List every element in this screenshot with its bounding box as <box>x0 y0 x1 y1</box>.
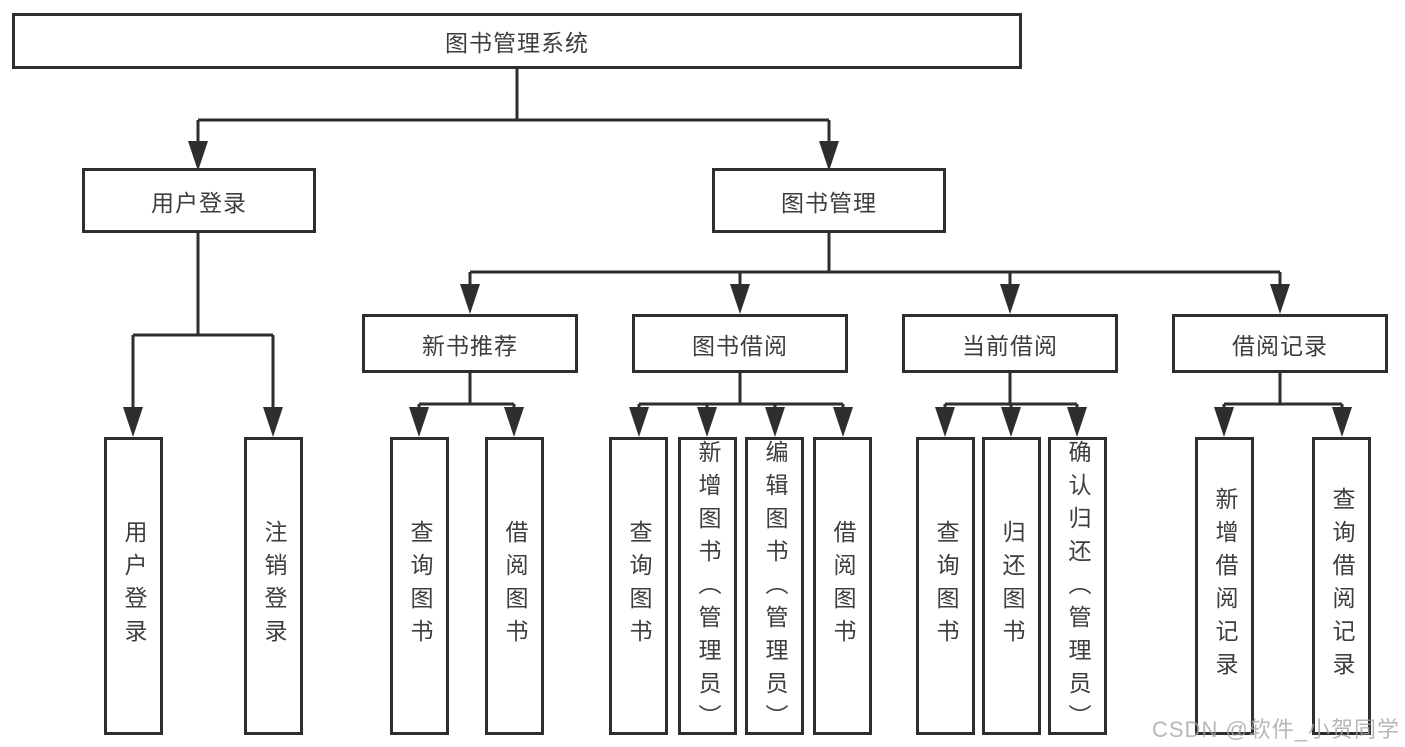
leaf-edit-books-admin: 编辑图书（管理员） <box>745 437 804 737</box>
connector-root-to-level2 <box>196 69 831 148</box>
leaf-query-books-recommend: 查询图书 <box>390 437 449 735</box>
leaf-borrow-books-label: 借阅图书 <box>830 520 856 652</box>
leaf-user-login: 用户登录 <box>104 437 163 735</box>
node-borrow-records: 借阅记录 <box>1172 314 1388 373</box>
connector-recommend-to-leaves <box>417 373 516 414</box>
leaf-logout-label: 注销登录 <box>261 520 287 652</box>
leaf-logout: 注销登录 <box>244 437 303 735</box>
connector-borrow-to-leaves <box>637 373 845 414</box>
node-current-borrow-label: 当前借阅 <box>962 332 1058 359</box>
leaf-add-books-admin: 新增图书（管理员） <box>678 437 737 737</box>
leaf-borrow-books: 借阅图书 <box>813 437 872 735</box>
node-book-borrow: 图书借阅 <box>632 314 848 373</box>
csdn-watermark: CSDN @软件_小贺同学 <box>1152 717 1401 742</box>
node-user-login: 用户登录 <box>82 168 316 233</box>
node-user-login-label: 用户登录 <box>151 189 247 216</box>
leaf-confirm-return-admin-label: 确认归还（管理员） <box>1065 440 1091 737</box>
leaf-add-books-admin-label: 新增图书（管理员） <box>695 440 721 737</box>
leaf-query-borrow-record-label: 查询借阅记录 <box>1329 487 1355 685</box>
leaf-add-borrow-record: 新增借阅记录 <box>1195 437 1254 735</box>
leaf-user-login-label: 用户登录 <box>121 520 147 652</box>
node-book-borrow-label: 图书借阅 <box>692 332 788 359</box>
leaf-confirm-return-admin: 确认归还（管理员） <box>1048 437 1107 737</box>
leaf-query-borrow-record: 查询借阅记录 <box>1312 437 1371 735</box>
leaf-borrow-books-recommend: 借阅图书 <box>485 437 544 735</box>
arrowheads <box>123 141 1352 437</box>
connector-userlogin-to-leaves <box>131 233 275 414</box>
node-borrow-records-label: 借阅记录 <box>1232 332 1328 359</box>
leaf-query-books-current: 查询图书 <box>916 437 975 735</box>
leaf-query-books-borrow: 查询图书 <box>609 437 668 735</box>
leaf-return-books-label: 归还图书 <box>999 520 1025 652</box>
connector-records-to-leaves <box>1222 373 1344 414</box>
leaf-query-books-current-label: 查询图书 <box>933 520 959 652</box>
node-book-management-label: 图书管理 <box>781 189 877 216</box>
leaf-return-books: 归还图书 <box>982 437 1041 735</box>
leaf-query-books-recommend-label: 查询图书 <box>407 520 433 652</box>
connector-bookmgmt-to-level3 <box>468 233 1282 291</box>
leaf-query-books-borrow-label: 查询图书 <box>626 520 652 652</box>
node-new-book-recommend-label: 新书推荐 <box>422 332 518 359</box>
node-new-book-recommend: 新书推荐 <box>362 314 578 373</box>
node-book-management: 图书管理 <box>712 168 946 233</box>
node-root-label: 图书管理系统 <box>445 30 589 56</box>
leaf-borrow-books-recommend-label: 借阅图书 <box>502 520 528 652</box>
node-current-borrow: 当前借阅 <box>902 314 1118 373</box>
leaf-add-borrow-record-label: 新增借阅记录 <box>1212 487 1238 685</box>
node-root-system: 图书管理系统 <box>12 13 1022 69</box>
leaf-edit-books-admin-label: 编辑图书（管理员） <box>762 440 788 737</box>
